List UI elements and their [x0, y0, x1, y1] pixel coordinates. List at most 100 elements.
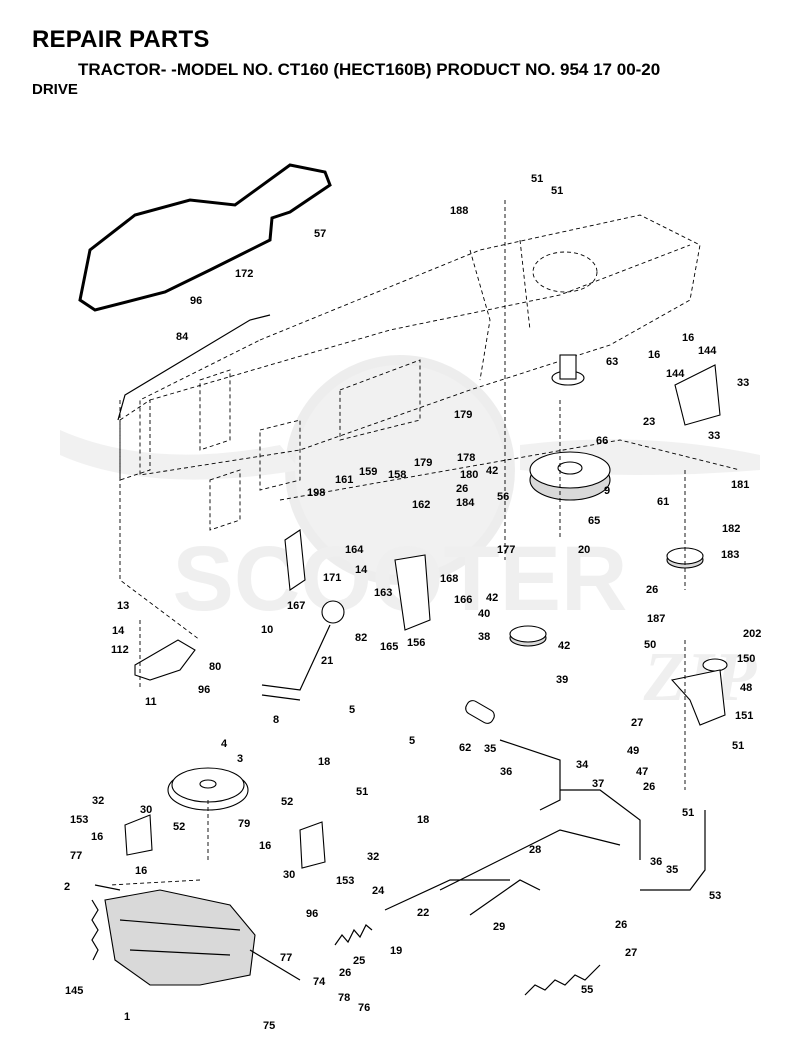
- rod-34: [499, 739, 561, 811]
- callout-c112: 112: [111, 644, 129, 656]
- callout-c80: 80: [209, 661, 221, 673]
- callout-c51a: 51: [531, 173, 543, 185]
- rod-84: [117, 314, 271, 421]
- callout-c9: 9: [604, 485, 610, 497]
- callout-c5a: 5: [349, 704, 355, 716]
- callout-c158: 158: [388, 469, 406, 481]
- callout-c177: 177: [497, 544, 515, 556]
- callout-c181: 181: [731, 479, 749, 491]
- spring-55: [524, 964, 601, 996]
- transaxle-1: [104, 889, 256, 986]
- callout-c16d: 16: [135, 865, 147, 877]
- pulley-3: [167, 767, 249, 811]
- callout-c161: 161: [335, 474, 353, 486]
- callout-c171: 171: [323, 572, 341, 584]
- callout-c26a: 26: [456, 483, 468, 495]
- callout-c51b: 51: [551, 185, 563, 197]
- callout-c4: 4: [221, 738, 228, 750]
- callout-c3: 3: [237, 753, 243, 765]
- callout-c55: 55: [581, 984, 593, 996]
- callout-c78: 78: [338, 992, 350, 1004]
- bracket-30a: [124, 814, 153, 856]
- callout-c27a: 27: [631, 717, 643, 729]
- callout-c53: 53: [709, 890, 721, 902]
- callout-c11: 11: [145, 696, 157, 708]
- callout-c183: 183: [721, 549, 739, 561]
- callout-c61: 61: [657, 496, 669, 508]
- callout-c32b: 32: [367, 851, 379, 863]
- section-label: DRIVE: [32, 81, 78, 98]
- pulley-63: [551, 354, 585, 386]
- bracket-80: [134, 639, 196, 681]
- callout-c52a: 52: [173, 821, 185, 833]
- callout-c156: 156: [407, 637, 425, 649]
- cable-22: [384, 879, 510, 911]
- callout-c29: 29: [493, 921, 505, 933]
- callout-c179b: 179: [414, 457, 432, 469]
- callout-c19: 19: [390, 945, 402, 957]
- callout-c30b: 30: [283, 869, 295, 881]
- callout-c164: 164: [345, 544, 364, 556]
- callout-c51e: 51: [682, 807, 694, 819]
- callout-c18a: 18: [318, 756, 330, 768]
- rod-53: [640, 810, 706, 891]
- callout-c151: 151: [735, 710, 753, 722]
- callout-c35a: 35: [484, 743, 496, 755]
- callout-c166: 166: [454, 594, 472, 606]
- callout-c36b: 36: [650, 856, 662, 868]
- rod-29: [469, 879, 541, 916]
- callout-c8: 8: [273, 714, 279, 726]
- callout-c5b: 5: [409, 735, 415, 747]
- callout-c39: 39: [556, 674, 568, 686]
- shaft-28: [439, 829, 621, 891]
- callout-c66: 66: [596, 435, 608, 447]
- callout-c26b: 26: [646, 584, 658, 596]
- bracket-165: [394, 554, 431, 631]
- callout-c21: 21: [321, 655, 333, 667]
- callout-c18b: 18: [417, 814, 429, 826]
- callout-c23: 23: [643, 416, 655, 428]
- knob-21: [321, 600, 345, 624]
- callout-c16b: 16: [648, 349, 660, 361]
- callout-c56: 56: [497, 491, 509, 503]
- pedal-37: [560, 789, 641, 860]
- callout-c63: 63: [606, 356, 618, 368]
- callout-c16a: 16: [682, 332, 694, 344]
- callout-c65: 65: [588, 515, 600, 527]
- callout-c57: 57: [314, 228, 326, 240]
- callout-c172: 172: [235, 268, 253, 280]
- callout-c33b: 33: [708, 430, 720, 442]
- idler-150: [702, 658, 728, 672]
- roller-62: [465, 700, 495, 724]
- callout-c187: 187: [647, 613, 665, 625]
- pulley-38: [509, 625, 547, 647]
- callout-c42b: 42: [486, 592, 498, 604]
- callout-c62: 62: [459, 742, 471, 754]
- callout-c167: 167: [287, 600, 305, 612]
- callout-c30a: 30: [140, 804, 152, 816]
- callout-c178: 178: [457, 452, 475, 464]
- callout-c74: 74: [313, 976, 326, 988]
- callout-c96a: 96: [190, 295, 202, 307]
- axle-shaft: [94, 884, 301, 981]
- callout-c20: 20: [578, 544, 590, 556]
- drive-belt: [78, 163, 332, 312]
- callout-c153b: 153: [336, 875, 354, 887]
- callout-c51d: 51: [356, 786, 368, 798]
- callout-c150: 150: [737, 653, 755, 665]
- transaxle-detail: [119, 919, 241, 956]
- lever-8: [261, 624, 331, 701]
- callout-c26e: 26: [339, 967, 351, 979]
- callout-c144a: 144: [698, 345, 717, 357]
- callout-c153a: 153: [70, 814, 88, 826]
- callout-c34: 34: [576, 759, 589, 771]
- leader-lines: [139, 200, 686, 860]
- tractor-frame: [109, 214, 741, 886]
- callout-c14a: 14: [355, 564, 368, 576]
- callout-c50: 50: [644, 639, 656, 651]
- bracket-30b: [299, 821, 326, 869]
- callout-c49: 49: [627, 745, 639, 757]
- callout-c84: 84: [176, 331, 189, 343]
- callout-c96c: 96: [306, 908, 318, 920]
- callout-c79: 79: [238, 818, 250, 830]
